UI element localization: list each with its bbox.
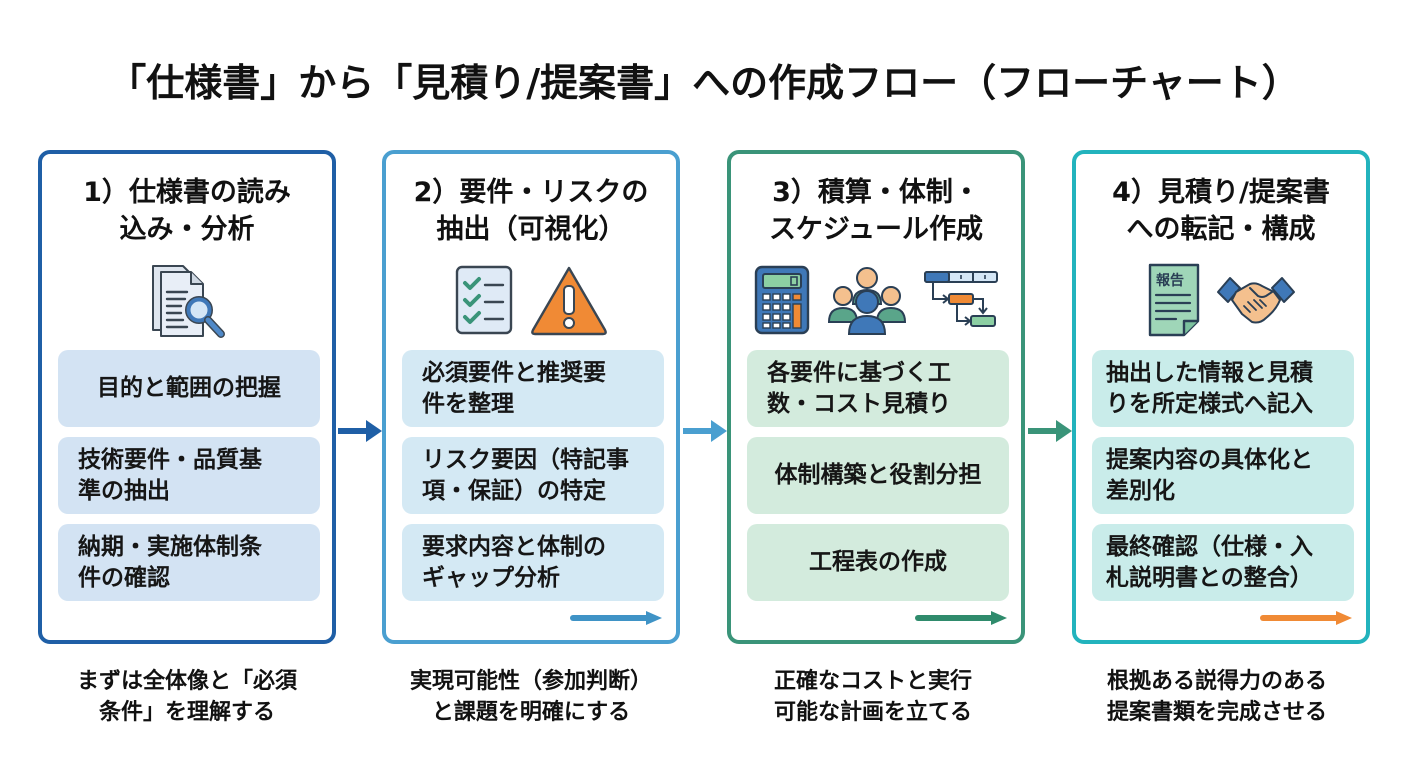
step-title-line: 2）要件・リスクの xyxy=(413,177,649,208)
step-caption-1: まずは全体像と「必須条件」を理解する xyxy=(76,669,297,725)
gantt-chart-icon xyxy=(924,271,998,327)
step-items: 抽出した情報と見積りを所定様式へ記入 提案内容の具体化と差別化 最終確認（仕様・… xyxy=(1092,350,1354,611)
card-progress-arrow xyxy=(570,611,662,625)
step-title-line: への転記・構成 xyxy=(1126,214,1316,245)
step-title-line: 抽出（可視化） xyxy=(436,214,626,245)
step-item: 目的と範囲の把握 xyxy=(58,350,320,427)
step-item: 体制構築と役割分担 xyxy=(747,437,1009,514)
flow-arrow-1-2 xyxy=(338,420,382,442)
step-caption-4: 根拠ある説得力のある提案書類を完成させる xyxy=(1106,669,1327,725)
step-title: 3）積算・体制・ スケジュール作成 xyxy=(731,174,1021,248)
step-title-line: 3）積算・体制・ xyxy=(772,177,980,208)
flow-arrow-3-4 xyxy=(1028,420,1072,442)
step-items: 目的と範囲の把握 技術要件・品質基準の抽出 納期・実施体制条件の確認 xyxy=(58,350,320,611)
step-item: 最終確認（仕様・入札説明書との整合） xyxy=(1092,524,1354,601)
step-icons xyxy=(386,260,676,340)
step-item: 提案内容の具体化と差別化 xyxy=(1092,437,1354,514)
step-item: リスク要因（特記事項・保証）の特定 xyxy=(402,437,664,514)
page-title: 「仕様書」から「見積り/提案書」への作成フロー（フローチャート） xyxy=(108,61,1300,105)
step-item: 技術要件・品質基準の抽出 xyxy=(58,437,320,514)
flow-arrow-2-3 xyxy=(683,420,727,442)
step-title: 1）仕様書の読み 込み・分析 xyxy=(42,174,332,248)
step-item: 抽出した情報と見積りを所定様式へ記入 xyxy=(1092,350,1354,427)
step-icons: 報告 xyxy=(1076,260,1366,340)
step-title-line: スケジュール作成 xyxy=(768,214,984,245)
step-title-line: 込み・分析 xyxy=(119,214,255,245)
handshake-icon xyxy=(1217,277,1295,324)
report-label: 報告 xyxy=(1156,272,1184,289)
warning-icon xyxy=(531,266,607,336)
card-progress-arrow xyxy=(1260,611,1352,625)
step-card-3: 3）積算・体制・ スケジュール作成 xyxy=(727,150,1025,644)
step-title-line: 1）仕様書の読み xyxy=(83,177,291,208)
step-items: 必須要件と推奨要件を整理 リスク要因（特記事項・保証）の特定 要求内容と体制のギ… xyxy=(402,350,664,611)
step-card-2: 2）要件・リスクの 抽出（可視化） 必須要件と推奨要件を整理 xyxy=(382,150,680,644)
step-items: 各要件に基づく工数・コスト見積り 体制構築と役割分担 工程表の作成 xyxy=(747,350,1009,611)
document-search-icon xyxy=(152,265,225,338)
card-progress-arrow xyxy=(915,611,1007,625)
step-card-4: 4）見積り/提案書 への転記・構成 報告 抽出した情報と見積りを xyxy=(1072,150,1370,644)
step-item: 納期・実施体制条件の確認 xyxy=(58,524,320,601)
step-icons xyxy=(42,260,332,340)
checklist-icon xyxy=(455,265,513,335)
step-item: 必須要件と推奨要件を整理 xyxy=(402,350,664,427)
team-icon xyxy=(827,267,907,335)
step-item: 各要件に基づく工数・コスト見積り xyxy=(747,350,1009,427)
step-item: 工程表の作成 xyxy=(747,524,1009,601)
step-icons xyxy=(731,260,1021,340)
step-title: 4）見積り/提案書 への転記・構成 xyxy=(1076,174,1366,248)
step-title: 2）要件・リスクの 抽出（可視化） xyxy=(386,174,676,248)
report-document-icon: 報告 xyxy=(1148,263,1200,337)
step-card-1: 1）仕様書の読み 込み・分析 目的と範囲の把握 技術要件・品 xyxy=(38,150,336,644)
step-caption-2: 実現可能性（参加判断）と課題を明確にする xyxy=(409,669,652,725)
calculator-icon xyxy=(754,265,810,335)
step-item: 要求内容と体制のギャップ分析 xyxy=(402,524,664,601)
step-title-line: 4）見積り/提案書 xyxy=(1112,177,1330,208)
step-caption-3: 正確なコストと実行可能な計画を立てる xyxy=(773,669,972,725)
